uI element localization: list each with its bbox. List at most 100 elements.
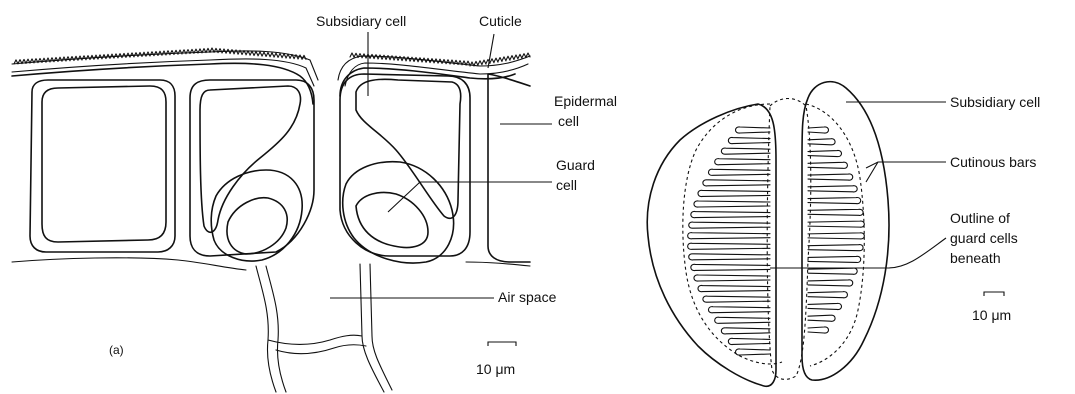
cutinous-bars-left bbox=[688, 127, 770, 355]
label-subsidiary-cell-b: Subsidiary cell bbox=[950, 94, 1040, 110]
air-space-wall-6 bbox=[276, 345, 366, 354]
cuticle-tooth bbox=[386, 56, 390, 60]
cutinous-bar bbox=[736, 349, 771, 355]
cutinous-bar bbox=[808, 186, 857, 192]
panel-a-section bbox=[12, 48, 530, 392]
cuticle-tooth bbox=[522, 54, 526, 58]
left-epidermal-cell bbox=[30, 80, 175, 252]
cuticle-tooth bbox=[66, 57, 70, 61]
cuticle-tooth bbox=[498, 58, 502, 62]
scale-bar-a-label: 10 μm bbox=[476, 361, 515, 377]
right-guard-lumen bbox=[356, 193, 428, 248]
cutinous-bar bbox=[708, 169, 770, 175]
cutinous-bar bbox=[808, 315, 835, 321]
cutinous-bar bbox=[808, 221, 864, 227]
cuticle-tooth bbox=[482, 60, 486, 64]
label-epidermal-cell-2: cell bbox=[558, 113, 579, 129]
cuticle-tooth bbox=[270, 53, 274, 57]
cutinous-bar bbox=[689, 222, 770, 228]
surface-pore-outline bbox=[767, 99, 811, 380]
left-guard-lumen bbox=[227, 198, 287, 254]
cuticle-tooth bbox=[78, 56, 82, 60]
leader-cuticle bbox=[488, 34, 494, 68]
panel-a-tag: (a) bbox=[109, 343, 124, 357]
cutinous-bar bbox=[703, 296, 770, 302]
cuticle-tooth bbox=[262, 52, 266, 56]
left-guard-cell bbox=[211, 170, 302, 261]
cutinous-bar bbox=[698, 190, 770, 196]
cutinous-bar bbox=[694, 201, 770, 207]
cutinous-bar bbox=[808, 292, 847, 298]
cutinous-bar bbox=[715, 317, 770, 323]
cutinous-bar bbox=[703, 180, 770, 186]
cuticle-tooth bbox=[70, 57, 74, 61]
cutinous-bar bbox=[688, 243, 770, 249]
cuticle-tooth bbox=[350, 53, 354, 57]
cutinous-bar bbox=[715, 159, 770, 165]
cutinous-bar bbox=[808, 327, 829, 333]
cuticle-tooth bbox=[158, 51, 162, 55]
cutinous-bar bbox=[808, 139, 835, 145]
cutinous-bar bbox=[808, 280, 853, 286]
cuticle-tooth bbox=[282, 54, 286, 58]
left-subsidiary-cell bbox=[190, 80, 314, 256]
right-subsidiary-protoplast bbox=[356, 79, 461, 218]
cutinous-bar bbox=[808, 198, 861, 204]
cutinous-bar bbox=[808, 150, 842, 156]
cuticle-tooth bbox=[146, 52, 150, 56]
label-guard-cell-1: Guard bbox=[556, 157, 595, 173]
cuticle-tooth bbox=[74, 56, 78, 60]
panel-b-surface-view bbox=[647, 82, 889, 387]
scale-bar-b-label: 10 μm bbox=[972, 307, 1011, 323]
cuticle-tooth bbox=[62, 57, 66, 61]
cutinous-bar bbox=[808, 174, 853, 180]
cuticle-tooth bbox=[138, 52, 142, 56]
scale-bar-b-line bbox=[984, 292, 1004, 296]
label-air-space: Air space bbox=[498, 289, 557, 305]
cuticle-tooth bbox=[390, 56, 394, 60]
label-outline-1: Outline of bbox=[950, 210, 1010, 226]
cuticle-tooth bbox=[502, 57, 506, 61]
cuticle-tooth bbox=[142, 52, 146, 56]
lower-wall-left bbox=[12, 258, 246, 270]
right-subsidiary-cell bbox=[340, 74, 470, 256]
cuticle-tooth bbox=[358, 54, 362, 58]
cuticle-tooth bbox=[514, 55, 518, 59]
cutinous-bar bbox=[736, 127, 771, 133]
cuticle-tooth bbox=[506, 56, 510, 60]
cutinous-bar bbox=[694, 275, 770, 281]
air-space-wall-1 bbox=[256, 266, 276, 392]
cutinous-bar bbox=[721, 148, 770, 154]
cutinous-bar bbox=[808, 162, 847, 168]
right-guard-cell bbox=[343, 162, 454, 263]
cutinous-bar bbox=[721, 328, 770, 334]
surface-right-subsidiary bbox=[802, 82, 889, 381]
cuticle-tooth bbox=[82, 56, 86, 60]
cutinous-bar bbox=[808, 256, 861, 262]
cutinous-bars-right bbox=[808, 127, 864, 333]
cuticle-tooth bbox=[494, 58, 498, 62]
left-epidermal-protoplast bbox=[42, 86, 166, 242]
cutinous-bar bbox=[808, 209, 863, 215]
cutinous-bar bbox=[808, 303, 842, 309]
cuticle-tooth bbox=[474, 61, 478, 65]
cutinous-bar bbox=[708, 307, 770, 313]
cuticle-tooth bbox=[442, 59, 446, 63]
cuticle-tooth bbox=[250, 51, 254, 55]
cutinous-bar bbox=[808, 233, 864, 239]
label-outline-3: beneath bbox=[950, 250, 1001, 266]
label-cuticle: Cuticle bbox=[479, 13, 522, 29]
label-cutinous-bars: Cutinous bars bbox=[950, 154, 1036, 170]
cuticle-tooth bbox=[266, 52, 270, 56]
cutinous-bar bbox=[691, 264, 770, 270]
cutinous-bar bbox=[808, 245, 863, 251]
cuticle-tooth bbox=[478, 61, 482, 65]
label-guard-cell-2: cell bbox=[556, 177, 577, 193]
cuticle-tooth bbox=[162, 51, 166, 55]
cutinous-bar bbox=[688, 233, 770, 239]
outer-wall-left bbox=[12, 63, 313, 104]
scale-bar-a-line bbox=[488, 342, 516, 346]
cuticle-tooth bbox=[490, 59, 494, 63]
